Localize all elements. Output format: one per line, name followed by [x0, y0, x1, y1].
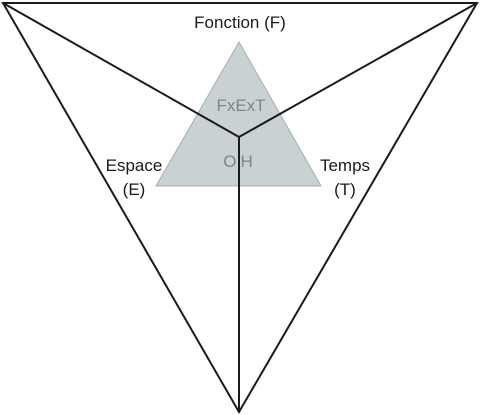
time-label: Temps	[320, 156, 370, 175]
product-label: FxExT	[216, 96, 265, 115]
edge-to-top-left	[2, 2, 240, 138]
space-label-letter: (E)	[123, 180, 146, 199]
edge-to-top-right	[238, 2, 478, 138]
center-label: OH	[223, 152, 257, 171]
time-label-letter: (T)	[334, 180, 356, 199]
space-label: Espace	[106, 156, 163, 175]
function-label: Fonction (F)	[194, 13, 286, 32]
